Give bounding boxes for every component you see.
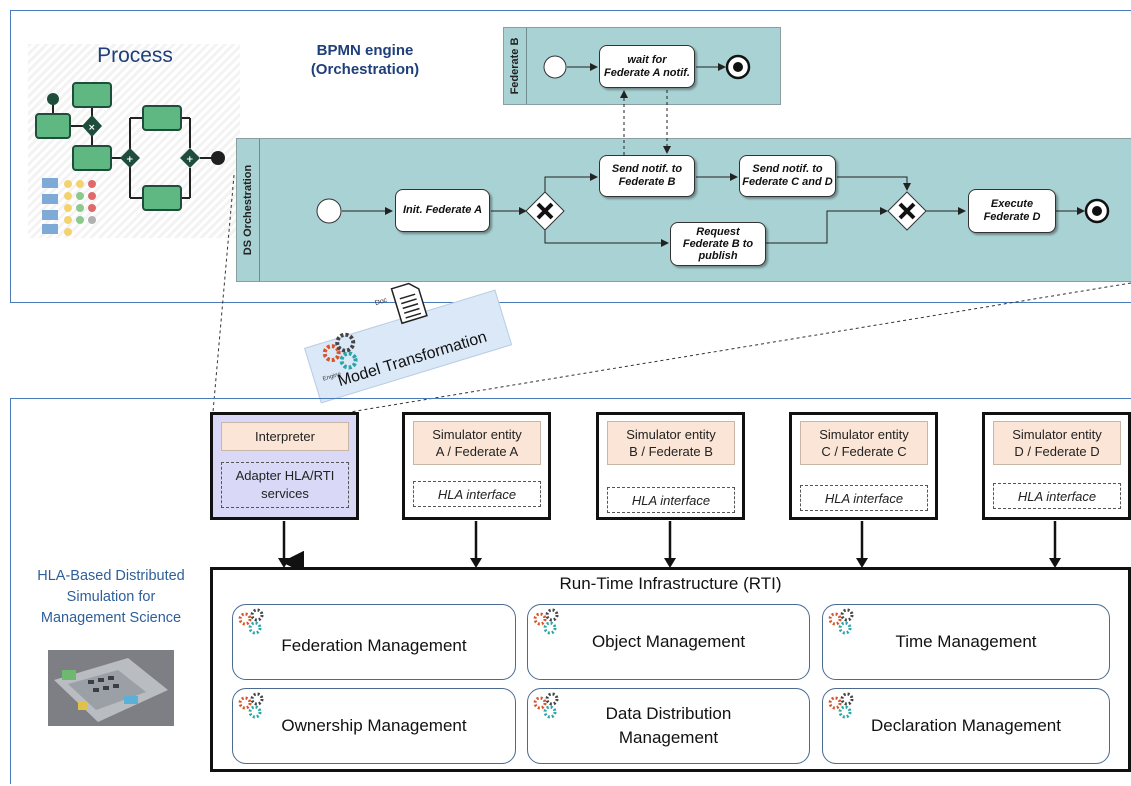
task-request-line1: Request [696,226,740,238]
start-event-b [543,55,567,79]
gears-icon [238,608,264,635]
federate-c-head-line2: C / Federate C [821,444,907,459]
model-transformation-banner: Engine Doc Model Transformation [304,282,513,404]
process-thumbnail: × + + [28,44,240,238]
hla-panel [10,398,1131,784]
task-execute-line2: Federate D [983,211,1041,223]
federate-a-head-line1: Simulator entity [432,427,522,442]
task-send-cd-line2: Federate C and D [742,176,833,188]
svg-text:+: + [186,155,194,165]
task-request-line2: Federate B to [682,238,754,250]
engine-title-line1: BPMN engine [316,42,414,59]
federate-c-head-line1: Simulator entity [819,427,909,442]
interpreter-head: Interpreter [221,422,349,451]
task-send-cd-line1: Send notif. to [752,163,823,175]
engine-gears-icon [322,332,358,370]
federate-interpreter[interactable]: Interpreter Adapter HLA/RTI services [210,412,359,520]
bpmn-panel [10,10,1131,303]
module-declaration-label: Declaration Management [871,716,1061,735]
task-send-b-line1: Send notif. to [611,163,683,175]
engine-title: BPMN engine (Orchestration) [290,41,440,79]
gears-icon [238,692,264,719]
federate-c[interactable]: Simulator entity C / Federate C HLA inter… [789,412,938,520]
task-init-federate-a[interactable]: Init. Federate A [395,189,490,232]
federate-d-hla-interface: HLA interface [993,483,1121,509]
module-ownership-management[interactable]: Ownership Management [232,688,516,764]
federate-b[interactable]: Simulator entity B / Federate B HLA inter… [596,412,745,520]
federate-d[interactable]: Simulator entity D / Federate D HLA inter… [982,412,1131,520]
lane-ds-orchestration-label: DS Orchestration [237,139,260,281]
engine-title-line2: (Orchestration) [310,61,420,78]
federate-a-head-line2: A / Federate A [435,444,519,459]
federate-c-head: Simulator entity C / Federate C [800,421,928,465]
gateway-join [887,191,927,231]
federate-b-head-line1: Simulator entity [626,427,716,442]
document-icon [390,282,428,325]
federate-a-head: Simulator entity A / Federate A [413,421,541,465]
gears-icon [533,692,559,719]
adapter-hla-rti: Adapter HLA/RTI services [221,462,349,508]
module-declaration-management[interactable]: Declaration Management [822,688,1110,764]
hla-desc-line1: HLA-Based Distributed [37,568,185,584]
start-event-ds [316,198,342,224]
adapter-line1: Adapter HLA/RTI [235,468,335,483]
module-time-label: Time Management [895,632,1037,651]
hla-description: HLA-Based Distributed Simulation for Man… [16,566,206,629]
gears-icon [828,608,854,635]
gears-icon [828,692,854,719]
module-federation-management[interactable]: Federation Management [232,604,516,680]
module-ownership-label: Ownership Management [281,716,467,735]
federate-d-head-line1: Simulator entity [1012,427,1102,442]
federate-d-head-line2: D / Federate D [1014,444,1100,459]
rti-title: Run-Time Infrastructure (RTI) [559,574,782,593]
federate-b-head-line2: B / Federate B [629,444,713,459]
svg-text:×: × [88,123,96,133]
process-title: Process [97,44,173,67]
adapter-line2: services [261,486,309,501]
svg-text:+: + [126,155,134,165]
module-object-label: Object Management [591,632,746,651]
module-data-line2: Management [618,728,719,747]
federate-a-hla-interface: HLA interface [413,481,541,507]
module-federation-label: Federation Management [281,636,467,655]
federate-c-hla-interface: HLA interface [800,485,928,511]
federate-b-hla-interface: HLA interface [607,487,735,513]
task-init-label: Init. Federate A [402,204,483,216]
gateway-split [525,191,565,231]
module-time-management[interactable]: Time Management [822,604,1110,680]
task-wait-line2: Federate A notif. [604,66,690,79]
process-diagram-icon: × + + [35,82,225,236]
gears-icon [533,608,559,635]
lane-federate-b-label: Federate B [504,28,527,104]
task-send-b-line2: Federate B [618,176,676,188]
task-request-line3: publish [698,250,738,262]
federate-a[interactable]: Simulator entity A / Federate A HLA inter… [402,412,551,520]
hla-desc-line2: Simulation for [66,589,156,605]
module-data-line1: Data Distribution [605,704,732,723]
federate-d-head: Simulator entity D / Federate D [993,421,1121,465]
federate-b-head: Simulator entity B / Federate B [607,421,735,465]
hla-desc-line3: Management Science [40,610,182,626]
simulation-scene-image [48,650,174,726]
task-execute-line1: Execute [990,198,1034,210]
task-wait-line1: wait for [627,53,667,66]
module-object-management[interactable]: Object Management [527,604,810,680]
